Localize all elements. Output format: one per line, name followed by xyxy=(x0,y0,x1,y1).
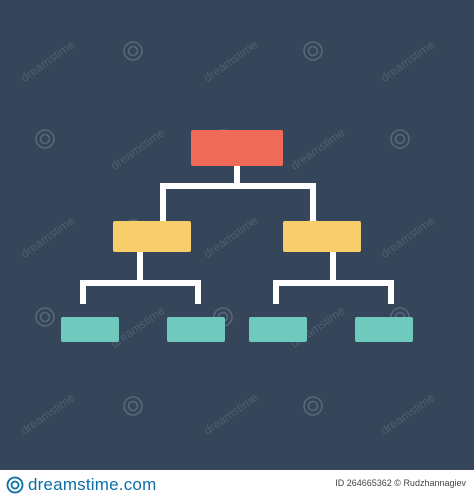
watermark-text: dreamstime xyxy=(107,125,168,173)
right-child-stem-line xyxy=(330,252,336,283)
watermark-text: dreamstime xyxy=(200,213,261,261)
footer-bar: dreamstime.com ID 264665362 © Rudzhannag… xyxy=(0,470,474,499)
right-branch-line xyxy=(310,183,316,221)
watermark-spiral-icon xyxy=(303,41,323,61)
copyright-symbol: © xyxy=(394,478,401,488)
watermark-text: dreamstime xyxy=(200,37,261,85)
dreamstime-spiral-icon xyxy=(6,476,24,494)
watermark-text: dreamstime xyxy=(17,213,78,261)
watermark-text: dreamstime xyxy=(17,390,78,438)
watermark-text: dreamstime xyxy=(377,37,438,85)
author-name: Rudzhannagiev xyxy=(403,478,466,488)
footer-brand-text: dreamstime.com xyxy=(28,475,157,494)
dreamstime-logo[interactable]: dreamstime.com xyxy=(6,475,156,495)
image-id: ID 264665362 xyxy=(335,478,392,488)
watermark-text: dreamstime xyxy=(17,37,78,85)
left-leaf-1-line xyxy=(80,280,86,304)
left-child-bar-line xyxy=(80,280,201,286)
leaf-node-2 xyxy=(167,317,225,342)
watermark-text: dreamstime xyxy=(377,390,438,438)
watermark-spiral-icon xyxy=(390,129,410,149)
left-branch-line xyxy=(160,183,166,221)
footer-credit: ID 264665362 © Rudzhannagiev xyxy=(335,478,466,488)
leaf-node-3 xyxy=(249,317,307,342)
watermark-text: dreamstime xyxy=(287,125,348,173)
left-child-stem-line xyxy=(137,252,143,283)
illustration-canvas: dreamstime dreamstime dreamstime dreamst… xyxy=(0,0,474,470)
root-node xyxy=(191,130,283,166)
level2-node-right xyxy=(283,221,361,252)
watermark-spiral-icon xyxy=(35,307,55,327)
root-stem-line xyxy=(234,166,240,186)
level2-node-left xyxy=(113,221,191,252)
right-leaf-1-line xyxy=(273,280,279,304)
right-child-bar-line xyxy=(273,280,394,286)
watermark-spiral-icon xyxy=(35,129,55,149)
leaf-node-1 xyxy=(61,317,119,342)
left-leaf-2-line xyxy=(195,280,201,304)
watermark-text: dreamstime xyxy=(200,390,261,438)
watermark-spiral-icon xyxy=(123,396,143,416)
watermark-spiral-icon xyxy=(123,41,143,61)
watermark-text: dreamstime xyxy=(377,213,438,261)
right-leaf-2-line xyxy=(388,280,394,304)
level1-bar-line xyxy=(160,183,316,189)
leaf-node-4 xyxy=(355,317,413,342)
watermark-spiral-icon xyxy=(303,396,323,416)
